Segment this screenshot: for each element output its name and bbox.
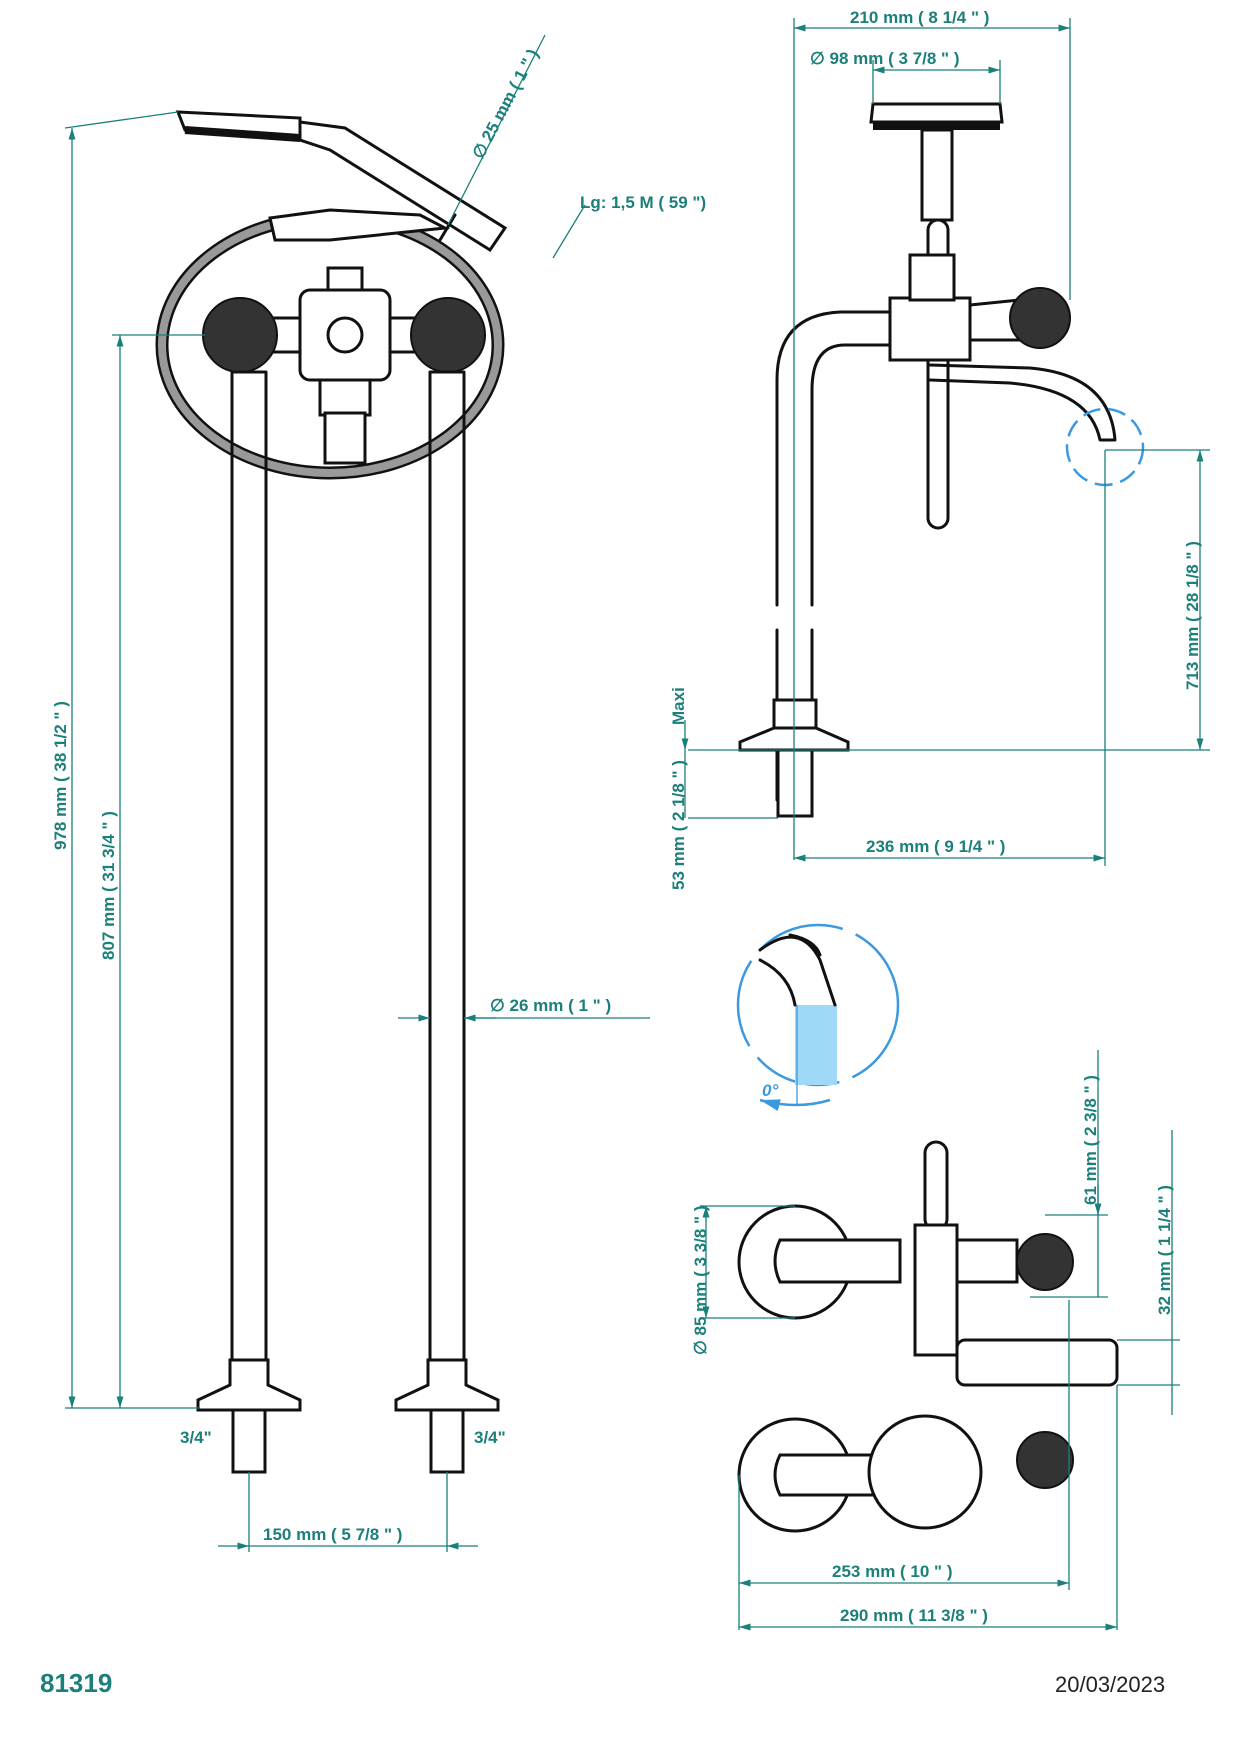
side-handle-knob — [1009, 287, 1071, 349]
pipe-spacing-dimension: 150 mm ( 5 7/8 " ) — [263, 1525, 402, 1544]
inner-width-dimension: 253 mm ( 10 " ) — [832, 1562, 953, 1581]
handshower-diameter-dimension: ∅ 25 mm ( 1 " ) — [469, 46, 543, 162]
product-code: 81319 — [40, 1668, 112, 1698]
spout-height-dimension: 713 mm ( 28 1/8 " ) — [1183, 541, 1202, 690]
top-knob-1 — [1016, 1233, 1074, 1291]
angle-label: 0° — [762, 1081, 778, 1100]
overall-width-dimension: 210 mm ( 8 1/4 " ) — [850, 8, 989, 27]
total-width-dimension: 290 mm ( 11 3/8 " ) — [840, 1606, 988, 1625]
hand-shower — [175, 110, 508, 253]
cold-handle-knob — [410, 297, 486, 373]
hot-handle-knob — [202, 297, 278, 373]
front-view: 978 mm ( 38 1/2 " ) 807 mm ( 31 3/4 " ) … — [51, 34, 706, 1552]
total-height-dimension: 978 mm ( 38 1/2 " ) — [51, 701, 70, 850]
drawing-date: 20/03/2023 — [1055, 1672, 1165, 1697]
pipe-diameter-dimension: ∅ 26 mm ( 1 " ) — [490, 996, 611, 1015]
thread-right-label: 3/4" — [474, 1428, 506, 1447]
floor-depth-dimension: 53 mm ( 2 1/8 " ) — [669, 760, 688, 890]
top-view: 61 mm ( 2 3/8 " ) 32 mm ( 1 1/4 " ) ∅ 85… — [691, 1050, 1180, 1631]
head-diameter-dimension: ∅ 98 mm ( 3 7/8 " ) — [810, 49, 959, 68]
water-flow — [795, 1005, 837, 1085]
side-view: 210 mm ( 8 1/4 " ) ∅ 98 mm ( 3 7/8 " ) 7… — [669, 8, 1210, 890]
left-pipe — [230, 370, 268, 1362]
knob-offset-dimension: 61 mm ( 2 3/8 " ) — [1081, 1075, 1100, 1205]
thread-left-label: 3/4" — [180, 1428, 212, 1447]
valve-height-dimension: 807 mm ( 31 3/4 " ) — [99, 811, 118, 960]
hose-length-label: Lg: 1,5 M ( 59 ") — [580, 193, 706, 212]
right-pipe — [428, 370, 466, 1362]
escutcheon-diameter-dimension: ∅ 85 mm ( 3 3/8 " ) — [691, 1206, 710, 1355]
top-knob-2 — [1016, 1431, 1074, 1489]
spout-detail: 0° — [736, 923, 900, 1112]
mixer-valve — [202, 208, 486, 465]
maxi-label: Maxi — [669, 687, 688, 725]
spout-reach-dimension: 236 mm ( 9 1/4 " ) — [866, 837, 1005, 856]
spout-width-dimension: 32 mm ( 1 1/4 " ) — [1155, 1185, 1174, 1315]
